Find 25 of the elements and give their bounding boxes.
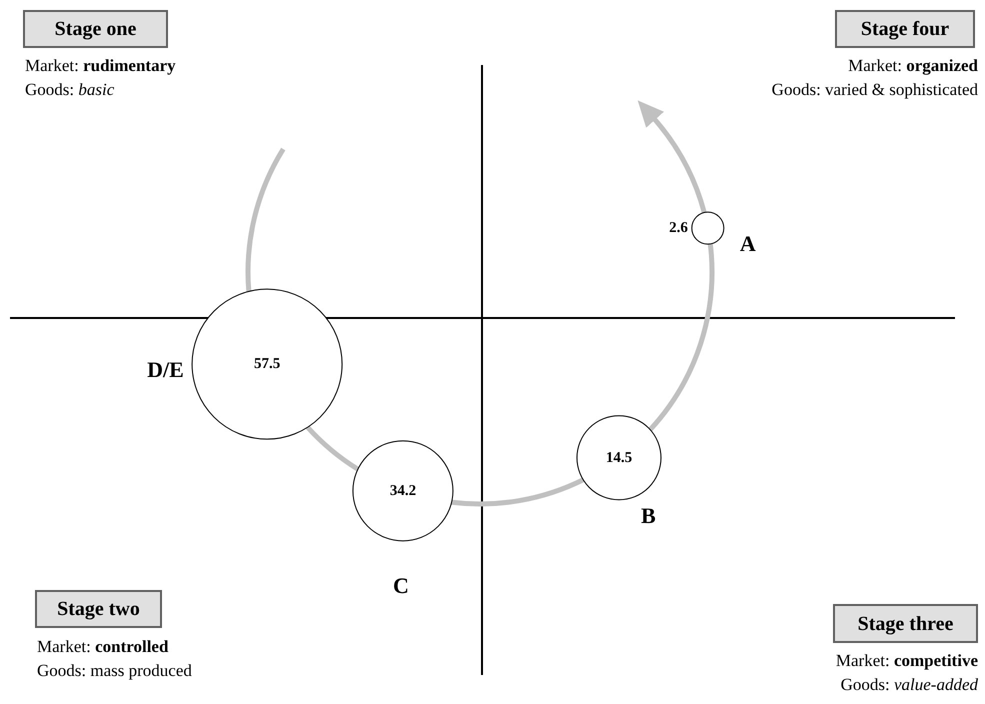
stage-letter: B xyxy=(640,504,656,527)
stage-description: Market: competitive xyxy=(836,650,978,672)
stage-description: Goods: value-added xyxy=(840,674,978,696)
stage-heading-box: Stage two xyxy=(35,590,162,628)
stage-letter: A xyxy=(740,233,756,256)
stage-heading-box: Stage three xyxy=(833,604,978,643)
stage-letter: C xyxy=(392,574,409,597)
stage-letter: D/E xyxy=(147,359,184,382)
stage-description: Market: organized xyxy=(848,55,978,77)
arc-arrow xyxy=(638,100,707,214)
value-label: 57.5 xyxy=(254,354,280,374)
stage-description: Goods: basic xyxy=(25,79,114,101)
arc-connector xyxy=(306,425,360,472)
arc-connector xyxy=(451,477,584,506)
value-label: 14.5 xyxy=(606,448,632,468)
stage-description: Goods: varied & sophisticated xyxy=(772,79,978,101)
value-label: 2.6 xyxy=(669,218,688,238)
stage-description: Market: controlled xyxy=(37,636,168,658)
stage-heading-box: Stage one xyxy=(23,10,168,48)
value-label: 34.2 xyxy=(390,482,416,501)
arc-connector xyxy=(246,148,286,292)
arc-connector xyxy=(648,244,714,432)
stage-description: Goods: mass produced xyxy=(37,660,192,682)
stage-heading-box: Stage four xyxy=(835,10,975,48)
stage-description: Market: rudimentary xyxy=(25,55,176,77)
